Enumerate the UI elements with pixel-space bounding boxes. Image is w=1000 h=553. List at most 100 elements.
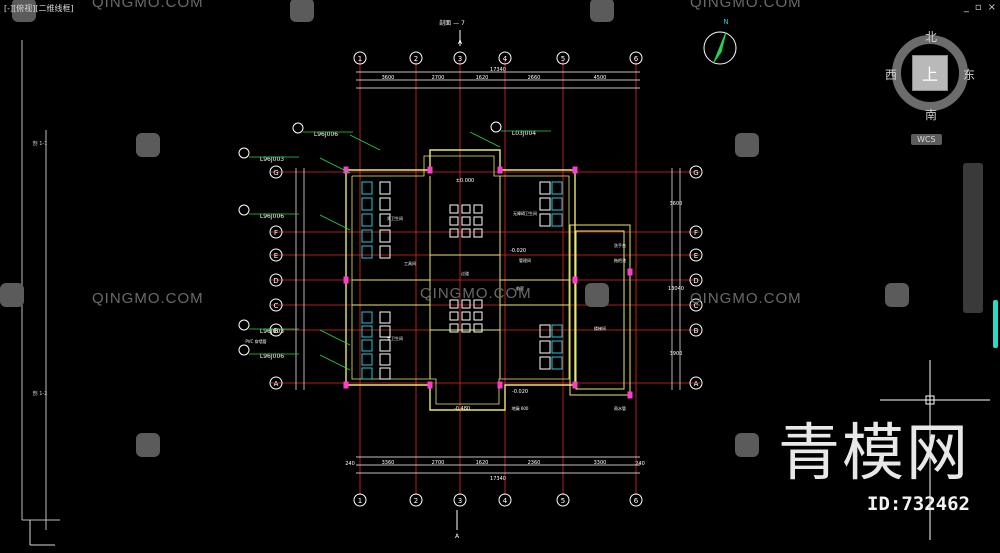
urinal-fixture [461,323,471,333]
leader-line [319,214,351,231]
toilet-fixture [379,181,391,195]
axis-label: C [694,302,699,310]
toilet-stall [551,197,563,211]
axis-bubble [498,493,512,507]
watermark-text: QINGMO.COM [92,0,204,11]
axis-label: 6 [634,55,639,63]
detail-reference: L03J004 [512,130,536,137]
room-label: 管理间 [519,257,531,263]
building-inner-wall [351,155,570,405]
structural-column [572,381,578,389]
structural-column [497,166,503,174]
toilet-fixture [379,311,391,324]
toilet-stall [361,353,373,366]
dimension-text: 3360 [382,460,395,466]
axis-label: A [694,380,699,388]
watermark-logo [136,433,160,457]
annex-inner-wall [575,230,625,390]
view-cube-top-face[interactable]: 上 [912,55,948,91]
leader-line [469,131,501,148]
axis-label: 3 [458,497,462,505]
dimension-text: 240 [345,461,355,467]
annex-wall [569,224,631,396]
watermark-logo [735,433,759,457]
leader-line [319,157,351,174]
toilet-fixture [539,356,551,370]
dimension-text: 3300 [594,460,607,466]
toilet-stall [361,325,373,338]
toilet-fixture [379,353,391,366]
dimension-text: 1620 [476,75,489,81]
axis-bubble [689,225,703,239]
axis-label: 3 [458,55,462,63]
axis-bubble [269,323,283,337]
leader-line [349,134,381,151]
crosshair-pickbox [925,395,935,405]
urinal-fixture [449,311,459,321]
close-button[interactable]: × [987,2,996,13]
urinal-fixture [449,228,459,238]
toilet-fixture [379,245,391,259]
toilet-fixture [539,340,551,354]
room-label: 男卫生间 [387,215,403,221]
axis-bubble [629,51,643,65]
section-letter: A [458,39,463,46]
urinal-fixture [473,216,483,226]
dimension-text: 13040 [668,286,684,292]
axis-label: F [694,229,698,237]
toilet-stall [551,213,563,227]
leader-line [319,329,351,346]
annotation-note: 拖把池 [614,257,626,263]
view-cube-compass-ring[interactable] [892,35,968,111]
side-label: 剖 1-1 [33,140,48,147]
axis-label: D [273,277,278,285]
annotation-note: 洗手台 [614,242,626,248]
toilet-fixture [379,213,391,227]
dimension-text: 1620 [476,460,489,466]
urinal-fixture [461,311,471,321]
toilet-fixture [539,213,551,227]
wcs-menu[interactable]: WCS [911,134,942,145]
axis-bubble [689,298,703,312]
view-cube-west[interactable]: 西 [885,68,898,82]
annotation-note: 地漏 600 [512,405,529,411]
urinal-fixture [461,228,471,238]
axis-bubble [498,51,512,65]
minimize-button[interactable]: _ [963,2,969,13]
view-cube-south[interactable]: 南 [925,108,938,122]
urinal-fixture [473,228,483,238]
urinal-fixture [473,204,483,214]
section-letter: A [455,533,460,540]
room-label: 过道 [461,270,469,276]
viewport-label[interactable]: [-][俯视][二维线框] [4,3,74,13]
view-cube-east[interactable]: 东 [963,68,976,82]
scroll-indicator[interactable] [993,300,998,348]
toilet-stall [551,340,563,354]
watermark-text: QINGMO.COM [92,290,204,307]
toilet-stall [361,181,373,195]
urinal-fixture [449,216,459,226]
view-cube-north[interactable]: 北 [925,30,938,44]
detail-reference: L96J006 [314,131,338,138]
view-cube[interactable]: 北 南 东 西 上 WCS [885,30,976,145]
axis-label: 5 [561,55,565,63]
toilet-fixture [379,367,391,380]
axis-bubble [409,493,423,507]
axis-bubble [629,493,643,507]
urinal-fixture [461,204,471,214]
toilet-stall [361,311,373,324]
urinal-fixture [473,311,483,321]
structural-column [427,166,433,174]
navigation-bar[interactable] [963,163,983,313]
detail-reference: L96J003 [260,156,284,163]
restore-button[interactable]: ▫ [974,2,982,13]
watermark-logo [290,0,314,22]
toilet-fixture [539,181,551,195]
watermark-text: QINGMO.COM [690,290,802,307]
annotation-note: 雨水管 [614,405,626,411]
axis-bubble [689,248,703,262]
elevation-label: ±0.000 [456,178,475,184]
detail-callout [238,319,250,331]
leader-line [319,354,351,371]
